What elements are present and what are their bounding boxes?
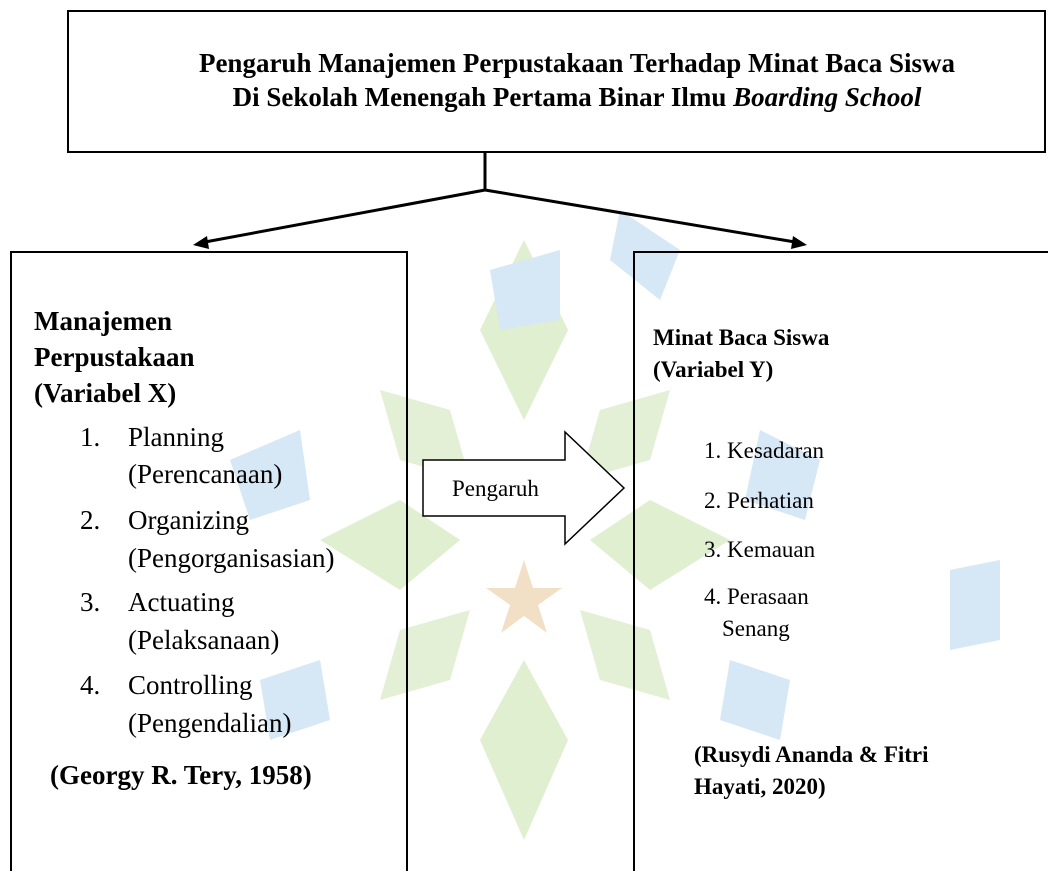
variable-x-citation: (Georgy R. Tery, 1958) bbox=[50, 760, 312, 790]
list-item-sub: (Pengendalian) bbox=[128, 708, 292, 738]
list-item-label: Planning bbox=[128, 422, 225, 452]
pengaruh-arrow-label: Pengaruh bbox=[452, 476, 539, 501]
variable-x-heading-1: Manajemen bbox=[34, 306, 172, 336]
variable-y-heading-2: (Variabel Y) bbox=[653, 357, 774, 382]
variable-y-box bbox=[633, 251, 1048, 871]
pengaruh-arrow-shape bbox=[422, 430, 626, 546]
variable-x-heading-3: (Variabel X) bbox=[34, 378, 177, 408]
list-item-num: 4. bbox=[80, 670, 101, 700]
variable-y-heading-1: Minat Baca Siswa bbox=[653, 325, 830, 350]
list-item: 4. Perasaan bbox=[704, 584, 809, 609]
list-item-label: Controlling bbox=[128, 670, 253, 700]
variable-y-citation-2: Hayati, 2020) bbox=[694, 774, 826, 799]
list-item-sub: (Pengorganisasian) bbox=[128, 543, 335, 573]
list-item-num: 2. bbox=[80, 505, 101, 535]
list-item-label: Organizing bbox=[128, 505, 249, 535]
list-item: 2. Perhatian bbox=[704, 488, 814, 513]
list-item-label: Actuating bbox=[128, 587, 235, 617]
title-line-2-text: Di Sekolah Menengah Pertama Binar Ilmu bbox=[232, 82, 734, 112]
variable-x-box bbox=[10, 251, 408, 871]
list-item-sub: (Perencanaan) bbox=[128, 459, 283, 489]
list-item-num: 1. bbox=[80, 422, 101, 452]
title-line-2: Di Sekolah Menengah Pertama Binar Ilmu B… bbox=[117, 80, 1037, 114]
list-item: 1. Kesadaran bbox=[704, 438, 825, 463]
title-line-1: Pengaruh Manajemen Perpustakaan Terhadap… bbox=[198, 48, 956, 78]
list-item: Senang bbox=[722, 616, 790, 641]
variable-y-citation-1: (Rusydi Ananda & Fitri bbox=[694, 742, 929, 767]
variable-x-heading-2: Perpustakaan bbox=[34, 342, 195, 372]
list-item: 3. Kemauan bbox=[704, 537, 816, 562]
list-item-num: 3. bbox=[80, 587, 101, 617]
title-line-2-italic: Boarding School bbox=[733, 82, 922, 112]
title-box: Pengaruh Manajemen Perpustakaan Terhadap… bbox=[67, 10, 1046, 153]
list-item-sub: (Pelaksanaan) bbox=[128, 625, 280, 655]
